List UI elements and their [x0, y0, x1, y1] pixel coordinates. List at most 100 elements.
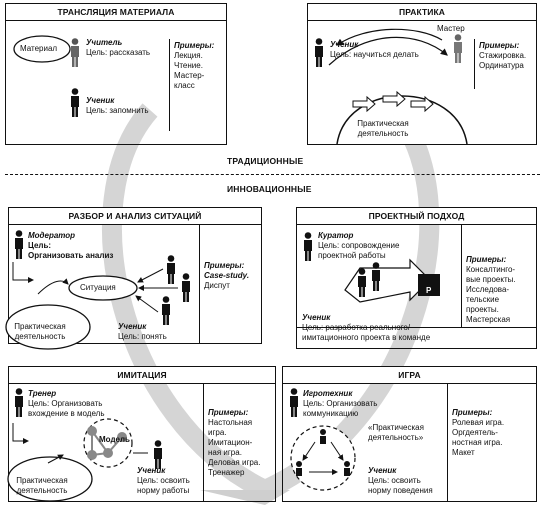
student-goal: Цель: разработка реального/имитационного…: [302, 323, 431, 342]
example-item: игра.: [208, 428, 227, 437]
example-item: ностная игра.: [452, 438, 503, 447]
result-letter: Р: [426, 286, 432, 295]
example-item: Лекция.: [174, 51, 203, 60]
material-ellipse: [13, 35, 71, 63]
teacher-person-icon: [71, 38, 79, 67]
trainer-person-icon: [15, 388, 23, 417]
example-item: Имитацион-: [208, 438, 253, 447]
material-label: Материал: [20, 44, 58, 53]
situation-label: Ситуация: [80, 283, 116, 292]
block-game: ИГРА Примеры: Ролевая игра. Оргдеятель- …: [282, 366, 537, 502]
student-person-icon: [71, 88, 79, 117]
master-role: Мастер: [437, 24, 465, 33]
practice-scene: [328, 28, 468, 145]
examples-title: Примеры:: [479, 41, 520, 50]
examples-panel: Примеры: Case-study. Диспут: [199, 225, 261, 343]
block-project: ПРОЕКТНЫЙ ПОДХОД Примеры: Консалтинго- в…: [296, 207, 537, 349]
imitation-scene: [7, 418, 148, 502]
example-item: Консалтинго-: [466, 265, 516, 274]
examples-panel: Примеры: Лекция. Чтение. Мастер- класс: [169, 39, 227, 131]
student-person-icon: [315, 38, 323, 67]
model-label: Модель: [99, 435, 130, 444]
teacher-goal: Цель: рассказать: [86, 48, 151, 57]
example-item: Стажировка.: [479, 51, 527, 60]
block-title: ИМИТАЦИЯ: [9, 367, 275, 384]
student-role: Ученик: [118, 322, 147, 331]
example-item: Оргдеятель-: [452, 428, 498, 437]
block-title: РАЗБОР И АНАЛИЗ СИТУАЦИЙ: [9, 208, 261, 225]
curator-role: Куратор: [318, 231, 354, 240]
example-item: Исследова-: [466, 285, 510, 294]
gametech-role: Игротехник: [303, 389, 353, 398]
example-item: класс: [174, 81, 195, 90]
student-goal: Цель: запомнить: [86, 106, 149, 115]
block-title: ТРАНСЛЯЦИЯ МАТЕРИАЛА: [6, 4, 226, 21]
moderator-goal: Цель:Организовать анализ: [28, 241, 114, 260]
block-imitation: ИМИТАЦИЯ Примеры: Настольная игра. Имита…: [8, 366, 276, 502]
example-item: вые проекты.: [466, 275, 516, 284]
examples-title: Примеры:: [174, 41, 215, 50]
student-role: Ученик: [86, 96, 115, 105]
example-item: тельские: [466, 295, 500, 304]
example-item: Диспут: [204, 281, 230, 290]
example-item: Деловая игра.: [208, 458, 261, 467]
student-role: Ученик: [137, 466, 166, 475]
innovative-label: ИННОВАЦИОННЫЕ: [227, 184, 312, 194]
block-transmission: ТРАНСЛЯЦИЯ МАТЕРИАЛА Примеры: Лекция. Чт…: [5, 3, 227, 145]
examples-title: Примеры:: [208, 408, 249, 417]
student-person-icon: [182, 273, 190, 302]
example-item: Чтение.: [174, 61, 203, 70]
student-person-icon: [372, 262, 380, 291]
example-item: Ролевая игра.: [452, 418, 505, 427]
block-title: ИГРА: [283, 367, 536, 384]
block-practice: ПРАКТИКА Примеры: Стажировка. Ординатура: [307, 3, 537, 145]
master-person-icon: [454, 34, 462, 63]
teacher-role: Учитель: [86, 38, 123, 47]
student-goal: Цель: научиться делать: [330, 50, 419, 59]
example-item: Мастер-: [174, 71, 205, 80]
example-item: Ординатура: [479, 61, 524, 70]
trainer-role: Тренер: [28, 389, 57, 398]
student-role: Ученик: [368, 466, 397, 475]
student-person-icon: [154, 440, 162, 469]
block-case-analysis: РАЗБОР И АНАЛИЗ СИТУАЦИЙ Примеры: Case-s…: [8, 207, 262, 344]
examples-panel: Примеры: Ролевая игра. Оргдеятель- ностн…: [447, 384, 536, 501]
student-goal: Цель: понять: [118, 332, 167, 341]
examples-bottom-rule: [297, 327, 536, 328]
example-item: Настольная: [208, 418, 253, 427]
curator-person-icon: [304, 232, 312, 261]
examples-panel: Примеры: Стажировка. Ординатура: [474, 39, 536, 89]
divider-line: [5, 174, 540, 175]
student-person-icon: [167, 255, 175, 284]
example-item: Case-study.: [204, 271, 250, 280]
moderator-role: Модератор: [28, 231, 76, 240]
block-title: ПРОЕКТНЫЙ ПОДХОД: [297, 208, 536, 225]
example-item: проекты.: [466, 305, 499, 314]
example-item: ная игра.: [208, 448, 242, 457]
project-scene: [344, 258, 440, 303]
example-item: Мастерская: [466, 315, 511, 324]
game-scene: [290, 425, 356, 491]
examples-panel: Примеры: Настольная игра. Имитацион- ная…: [203, 384, 275, 501]
case-scene: [5, 262, 178, 350]
student-role: Ученик: [302, 313, 331, 322]
traditional-label: ТРАДИЦИОННЫЕ: [227, 156, 304, 166]
example-item: Макет: [452, 448, 475, 457]
student-role: Ученик: [330, 40, 359, 49]
examples-title: Примеры:: [466, 255, 507, 264]
student-person-icon: [358, 268, 366, 297]
gametech-person-icon: [290, 388, 298, 417]
examples-title: Примеры:: [204, 261, 245, 270]
example-item: Тренажер: [208, 468, 245, 477]
student-person-icon: [162, 296, 170, 325]
moderator-person-icon: [15, 230, 23, 259]
